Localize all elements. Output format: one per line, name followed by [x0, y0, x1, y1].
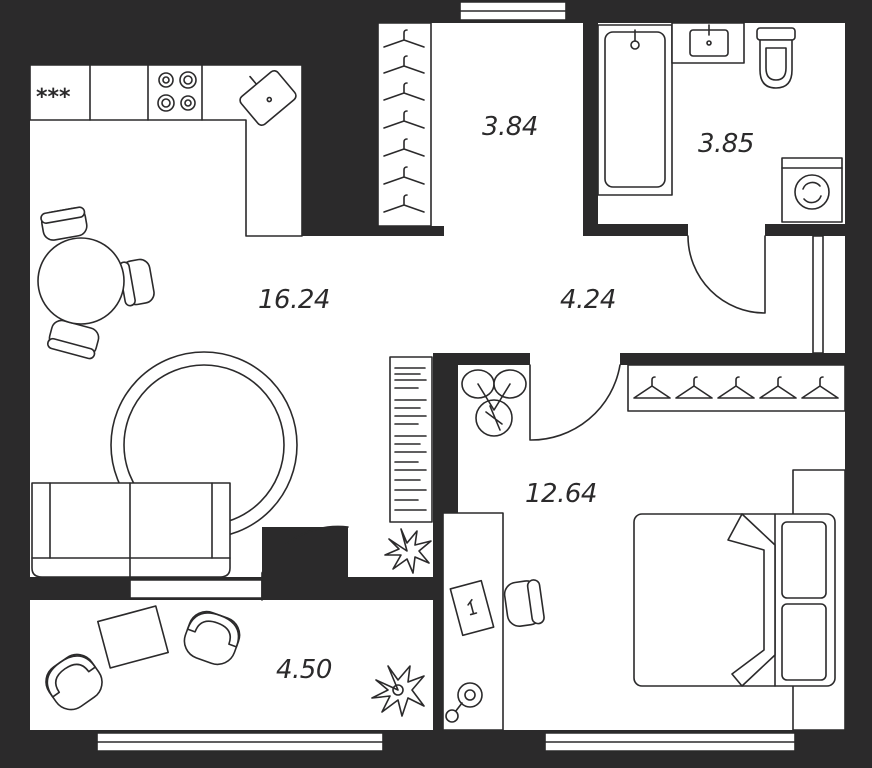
area-label-wardrobe: 3.84: [482, 112, 538, 142]
door-swing-living: [261, 525, 349, 601]
area-label-bedroom: 12.64: [525, 479, 597, 509]
bathtub-icon: [597, 24, 673, 196]
area-label-hallway: 4.24: [560, 285, 616, 315]
balcony-plant-icon: [371, 665, 425, 717]
bathroom-sink-icon: [671, 22, 745, 64]
desk-icon: [442, 512, 504, 731]
kitchen-sink-icon: [239, 70, 297, 126]
wardrobe-rail-top: [377, 22, 432, 227]
area-label-bathroom: 3.85: [698, 129, 754, 159]
area-label-balcony: 4.50: [276, 655, 332, 685]
balcony-door-frame: [129, 579, 263, 599]
windows: [96, 1, 824, 752]
sofa-icon: [31, 482, 231, 578]
desk-lamp-icon: [445, 682, 483, 723]
toilet-icon: [756, 27, 796, 89]
door-swing-bathroom: [687, 235, 766, 314]
door-swing-bedroom: [529, 364, 621, 441]
hob-marker-label: ***: [36, 85, 71, 110]
plant-icon: [384, 528, 432, 574]
stove-icon: [157, 71, 197, 112]
wardrobe-rail-bedroom: [627, 364, 846, 412]
washing-machine-icon: [781, 157, 843, 223]
window-right: [812, 235, 824, 354]
desk-chair-icon: [503, 579, 545, 627]
dining-set-icon: [37, 206, 155, 360]
bed-icon: [633, 469, 846, 731]
bookshelf-icon: [389, 356, 433, 523]
balcony-furniture-icon: [45, 605, 241, 711]
kitchen-counter: ***: [29, 64, 303, 237]
area-label-kitchen-living: 16.24: [258, 285, 330, 315]
hanger-icon: [383, 29, 425, 48]
monstera-plant-icon: [461, 369, 527, 437]
